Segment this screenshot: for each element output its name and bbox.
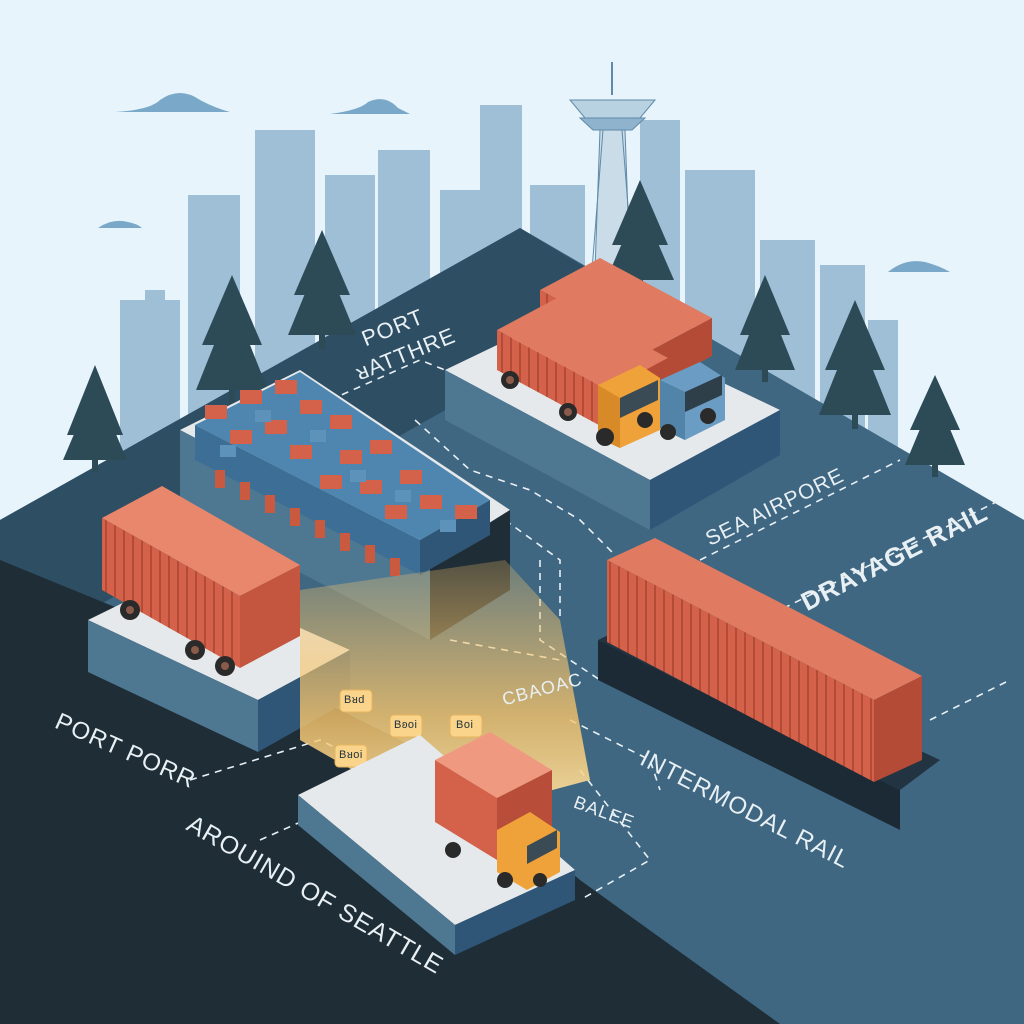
container-stacks bbox=[195, 372, 490, 576]
left-trailer bbox=[102, 486, 300, 676]
crate-tag: Bʚoi bbox=[394, 719, 418, 731]
pine-trees bbox=[63, 180, 965, 477]
orange-truck bbox=[596, 365, 660, 448]
box-truck bbox=[435, 732, 560, 890]
crate-tag: Bᴚd bbox=[344, 694, 365, 706]
crate-tag: Boi bbox=[456, 719, 474, 731]
crate-tag: Bᴚoi bbox=[339, 749, 363, 761]
clouds bbox=[98, 93, 950, 272]
crates bbox=[334, 689, 483, 768]
intermodal-container bbox=[598, 538, 940, 830]
blue-truck bbox=[660, 362, 725, 440]
